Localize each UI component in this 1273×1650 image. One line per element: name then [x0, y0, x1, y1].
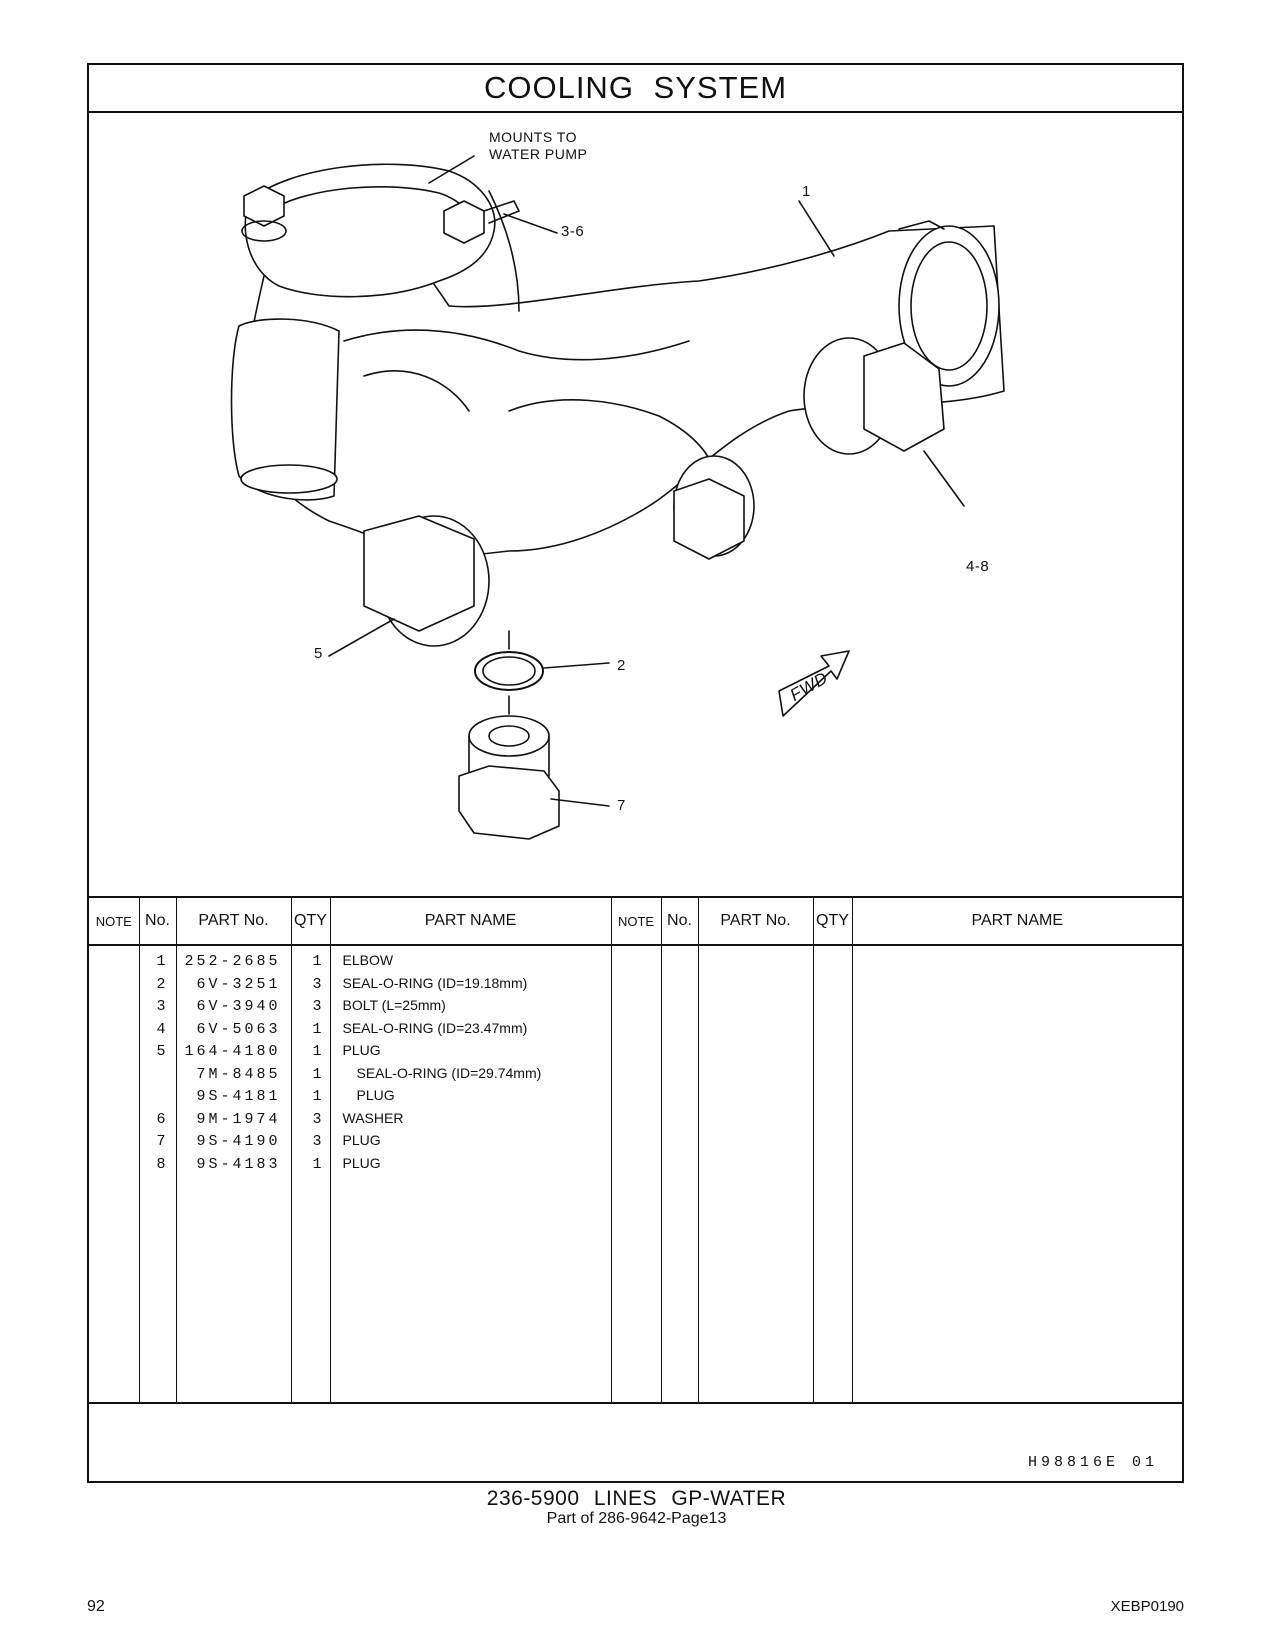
item-number-column: 1 2 3 4 5 6 7 8 [139, 945, 177, 1402]
col-header: NOTE [611, 896, 662, 946]
page-number: 92 [87, 1598, 105, 1615]
table-header-row: NOTE No. PART No. QTY PART NAME NOTE No.… [89, 896, 1182, 946]
callout-5: 5 [314, 645, 323, 662]
table-cell: 9S-4190 [196, 1133, 281, 1150]
table-cell: 5 [156, 1043, 166, 1060]
page-frame: COOLING SYSTEM [87, 63, 1184, 1483]
mounts-note-line: WATER PUMP [489, 146, 588, 162]
col-header: No. [139, 896, 177, 946]
table-cell: 9S-4183 [196, 1155, 281, 1173]
table-cell: 164-4180 [184, 1043, 281, 1060]
callout-7: 7 [617, 797, 626, 814]
group-reference: Part of 286-9642-Page13 [546, 1510, 727, 1527]
table-cell: 6V-3940 [196, 998, 281, 1015]
table-cell: 1 [156, 953, 166, 970]
item-number-column [661, 945, 699, 1402]
table-cell: 9M-1974 [196, 1110, 281, 1128]
callout-4-8: 4-8 [966, 558, 990, 575]
col-header: QTY [813, 896, 853, 946]
table-cell: 1 [312, 953, 322, 970]
table-cell: 9S-4181 [196, 1088, 281, 1105]
col-header: No. [661, 896, 699, 946]
table-cell: SEAL-O-RING (ID=23.47mm) [342, 1019, 528, 1036]
table-cell: 1 [312, 1065, 322, 1083]
table-cell: 2 [156, 975, 166, 993]
col-header: NOTE [89, 896, 140, 946]
table-cell: ELBOW [342, 952, 394, 968]
part-name-column: ELBOW SEAL-O-RING (ID=19.18mm) BOLT (L=2… [330, 945, 612, 1402]
table-cell: 3 [312, 1133, 322, 1150]
part-number-column: 252-2685 6V-3251 6V-3940 6V-5063 164-418… [176, 945, 292, 1402]
table-cell [140, 1086, 176, 1109]
callout-3-6: 3-6 [561, 223, 585, 240]
table-cell: PLUG [342, 1132, 381, 1148]
note-column [611, 945, 662, 1402]
table-cell: SEAL-O-RING (ID=19.18mm) [342, 974, 528, 991]
group-title: 236-5900 LINES GP-WATER [486, 1487, 787, 1510]
quantity-column [813, 945, 853, 1402]
table-cell: 3 [312, 1110, 322, 1128]
parts-table: NOTE No. PART No. QTY PART NAME NOTE No.… [89, 896, 1182, 1402]
table-cell: 1 [312, 1020, 322, 1038]
col-header: PART NAME [852, 896, 1182, 946]
quantity-column: 1 3 3 1 1 1 1 3 3 1 [291, 945, 331, 1402]
table-cell: 7 [156, 1133, 166, 1150]
part-number-column [698, 945, 814, 1402]
document-code: XEBP0190 [1110, 1598, 1184, 1615]
table-cell: 1 [312, 1155, 322, 1173]
mounts-note-line: MOUNTS TO [489, 129, 577, 145]
table-cell: 7M-8485 [196, 1065, 281, 1083]
callout-1: 1 [802, 183, 811, 200]
note-column [89, 945, 140, 1402]
table-body-row: 1 2 3 4 5 6 7 8 252-2685 6V-3251 6V-3940… [89, 945, 1182, 1402]
table-cell: 1 [312, 1043, 322, 1060]
parts-illustration: MOUNTS TO WATER PUMP 1 3-6 4-8 5 2 7 FWD [89, 111, 1182, 901]
table-cell: PLUG [342, 1154, 381, 1171]
col-header: QTY [291, 896, 331, 946]
illustration-code-band: H98816E 01 [89, 1402, 1182, 1483]
mounts-note: MOUNTS TO WATER PUMP [489, 129, 587, 163]
table-cell: 6V-3251 [196, 975, 281, 993]
table-cell: PLUG [356, 1087, 395, 1103]
table-cell: 4 [156, 1020, 166, 1038]
col-header: PART No. [176, 896, 292, 946]
table-cell: 3 [312, 975, 322, 993]
table-cell: 6V-5063 [196, 1020, 281, 1038]
table-cell: 3 [312, 998, 322, 1015]
table-cell: SEAL-O-RING (ID=29.74mm) [356, 1064, 542, 1081]
table-cell: 1 [312, 1088, 322, 1105]
col-header: PART No. [698, 896, 814, 946]
table-cell: 8 [156, 1155, 166, 1173]
elbow-assembly-drawing [230, 155, 1005, 840]
table-cell: 3 [156, 998, 166, 1015]
table-cell: PLUG [342, 1042, 381, 1058]
table-cell: BOLT (L=25mm) [342, 997, 446, 1013]
table-cell: 6 [156, 1110, 166, 1128]
col-header: PART NAME [330, 896, 612, 946]
table-cell [140, 1064, 176, 1087]
table-cell: 252-2685 [184, 953, 281, 970]
callout-2: 2 [617, 657, 626, 674]
part-name-column [852, 945, 1182, 1402]
page-title: COOLING SYSTEM [89, 65, 1182, 113]
illustration-code: H98816E 01 [1027, 1454, 1158, 1471]
table-cell: WASHER [342, 1109, 404, 1126]
